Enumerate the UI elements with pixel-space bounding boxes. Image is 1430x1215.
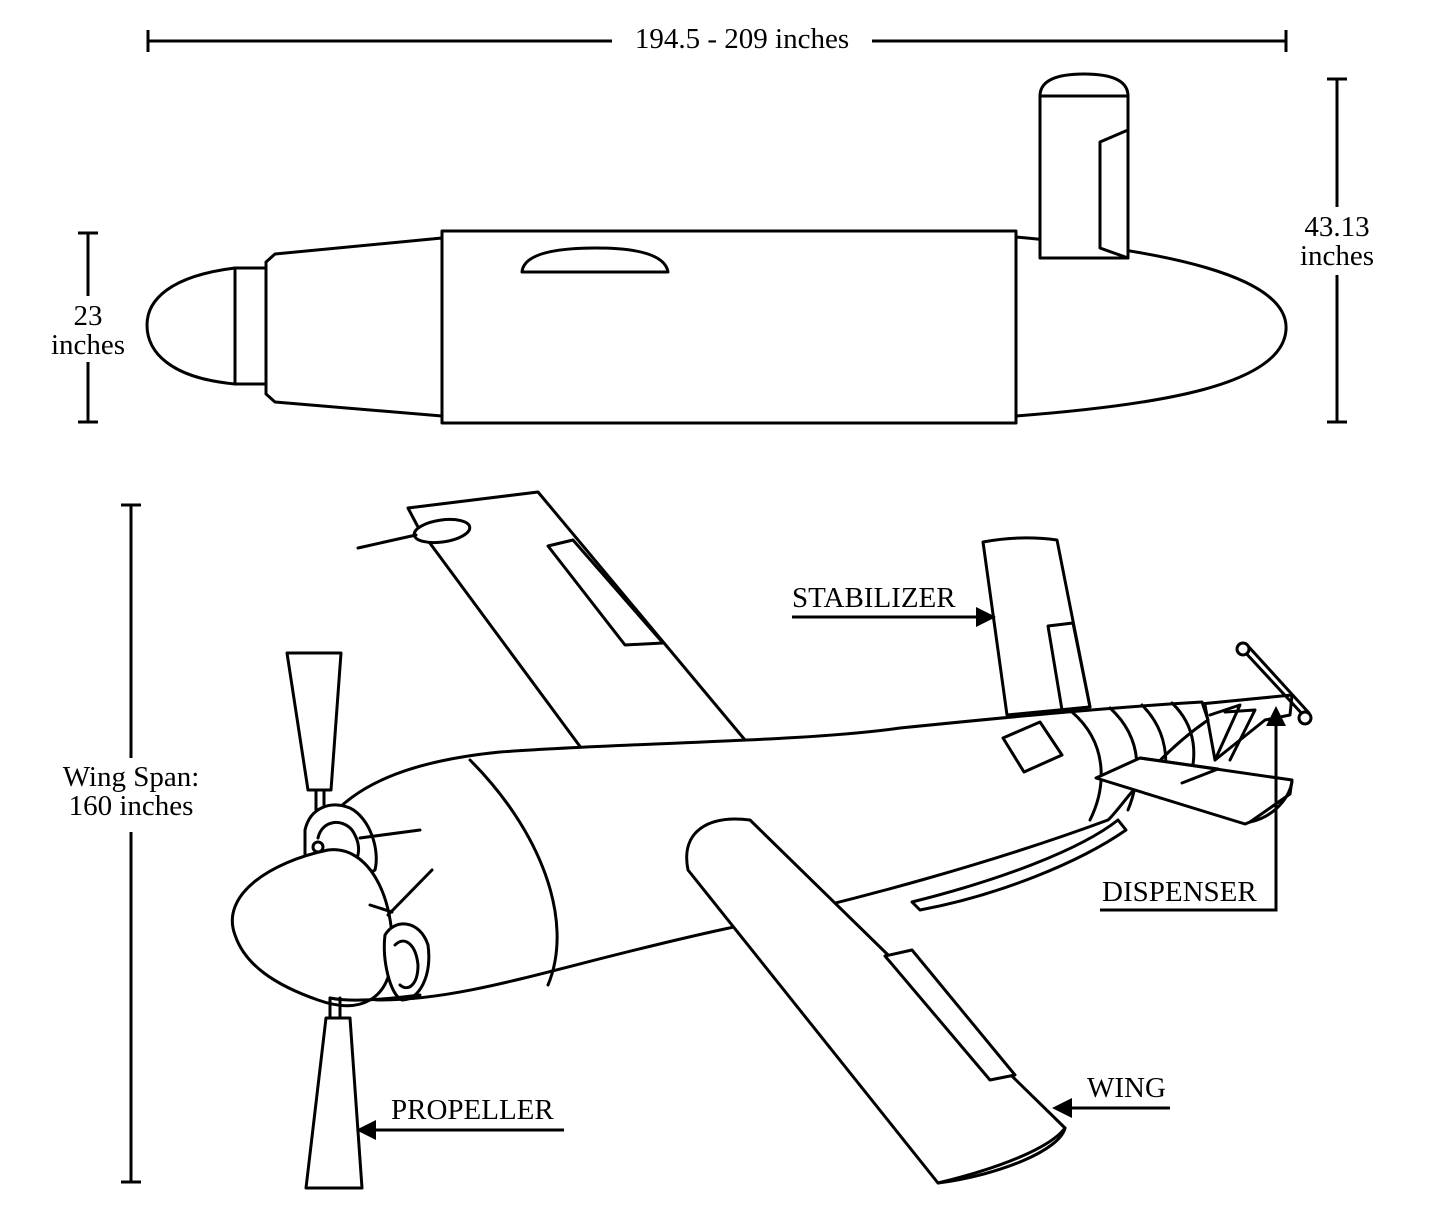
wingspan-line-2: 160 inches (68, 790, 194, 822)
height-label: 43.13 inches (1282, 213, 1392, 271)
diameter-unit: inches (50, 329, 126, 361)
stabilizer-callout-leader (792, 607, 996, 627)
propeller-top-blade (285, 651, 343, 792)
wingspan-dimension-line (121, 503, 141, 1184)
length-label: 194.5 - 209 inches (634, 23, 850, 55)
wing-label: WING (1087, 1072, 1166, 1104)
wingspan-label: Wing Span: 160 inches (48, 763, 214, 821)
side-view-tail-fin (1038, 72, 1130, 260)
wing-callout-leader (1052, 1098, 1170, 1118)
antenna-rod (1241, 648, 1307, 719)
side-view (145, 72, 1288, 425)
length-dimension-line (146, 30, 1288, 52)
diameter-label: 23 inches (38, 302, 138, 360)
stabilizer-fin (981, 536, 1092, 717)
far-wing-antenna (356, 533, 418, 550)
height-value: 43.13 (1304, 211, 1370, 243)
side-view-forward-body (264, 236, 444, 418)
diameter-dimension-line (78, 231, 98, 424)
height-unit: inches (1299, 240, 1375, 272)
near-wing-aileron (883, 948, 1017, 1082)
propeller-label: PROPELLER (391, 1094, 554, 1126)
underbelly-strake (910, 818, 1128, 912)
propeller-spinner (230, 848, 394, 1008)
antenna-knob-bottom (1297, 710, 1313, 726)
height-dimension-line (1327, 77, 1347, 424)
fuselage-hatch (1001, 720, 1064, 774)
wingspan-line-1: Wing Span: (62, 761, 200, 793)
stabilizer-rudder (1046, 621, 1092, 712)
side-view-tail-cone (1014, 235, 1288, 418)
side-view-rudder (1098, 128, 1130, 260)
far-wing-aileron (546, 538, 665, 647)
dispenser-callout-leader (1100, 706, 1286, 912)
propeller-bottom-blade (304, 1016, 364, 1190)
side-view-nose-collar (233, 266, 268, 386)
antenna-knob-top (1235, 641, 1251, 657)
propeller-callout-leader (356, 1120, 564, 1140)
diameter-value: 23 (73, 300, 103, 332)
stabilizer-label: STABILIZER (792, 582, 956, 614)
side-view-nose-cone (145, 266, 237, 386)
dispenser-label: DISPENSER (1102, 876, 1257, 908)
perspective-view (230, 490, 1313, 1190)
side-view-hatch (520, 246, 670, 274)
